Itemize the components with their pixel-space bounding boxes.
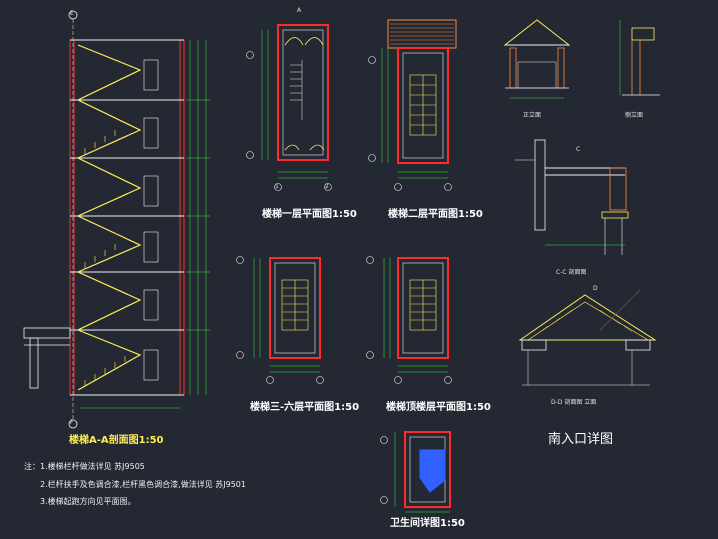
title-plan-floor3-6: 楼梯三-六层平面图1:50 bbox=[250, 402, 360, 413]
title-plan-floor1: 楼梯一层平面图1:50 bbox=[262, 209, 357, 220]
toilet-blue-area bbox=[419, 449, 446, 493]
plan2-dimensions bbox=[381, 48, 448, 179]
section-cc-drawing bbox=[515, 139, 629, 255]
stair-flights bbox=[76, 44, 142, 391]
plan-floor1-drawing bbox=[246, 24, 332, 191]
title-toilet-detail: 卫生间详图1:50 bbox=[390, 518, 465, 529]
section-aa-drawing bbox=[23, 10, 210, 429]
axis-label-f-bottom: F bbox=[70, 419, 74, 426]
section-mark-c: C bbox=[576, 146, 581, 153]
note-line-3: 3.楼梯起跑方向见平面图。 bbox=[40, 497, 136, 506]
section-dimensions bbox=[80, 40, 210, 409]
plan-floor3-6-drawing bbox=[236, 256, 324, 384]
axis-bubble-f-bottom bbox=[68, 419, 78, 429]
plan-top-drawing bbox=[366, 256, 452, 384]
section-dd-drawing bbox=[518, 289, 657, 386]
title-section-aa: 楼梯A-A剖面图1:50 bbox=[69, 435, 164, 446]
plan-floor2-drawing bbox=[368, 19, 457, 191]
title-section-dd: D-D 剖面图 立面 bbox=[551, 399, 597, 406]
plan3-stairs bbox=[281, 279, 309, 331]
toilet-detail-drawing bbox=[380, 431, 451, 513]
title-section-cc: C-C 剖面图 bbox=[556, 269, 587, 276]
title-side-elevation: 侧立面 bbox=[625, 112, 644, 119]
plan-top-dimensions bbox=[383, 258, 448, 373]
plan1-dimensions bbox=[261, 30, 328, 179]
axis-num-2: 2 bbox=[325, 183, 329, 190]
axis-label-e-top: E bbox=[70, 10, 74, 17]
plan2-stairs bbox=[409, 74, 437, 136]
title-front-elevation: 正立面 bbox=[523, 112, 542, 119]
title-south-entrance: 南入口详图 bbox=[548, 432, 614, 447]
note-line-2: 2.栏杆扶手及色调合漆,栏杆黑色调合漆,做法详见 苏J9501 bbox=[40, 480, 246, 489]
section-mark-a: A bbox=[297, 7, 302, 14]
axis-num-1: 1 bbox=[275, 183, 279, 190]
title-plan-floor2: 楼梯二层平面图1:50 bbox=[388, 209, 483, 220]
floor-slabs bbox=[70, 39, 184, 396]
side-elevation-drawing bbox=[619, 20, 660, 96]
title-plan-top: 楼梯顶楼层平面图1:50 bbox=[386, 402, 491, 413]
section-windows bbox=[143, 59, 159, 381]
plan-top-stairs bbox=[409, 279, 437, 331]
section-canopy bbox=[23, 327, 71, 389]
plan3-dimensions bbox=[253, 258, 320, 373]
note-line-1: 注：1.楼梯栏杆做法详见 苏J9505 bbox=[24, 462, 145, 471]
stair-steps bbox=[84, 130, 126, 386]
roof-hatch bbox=[539, 309, 633, 333]
front-elevation-drawing bbox=[503, 19, 571, 99]
plan1-stairs bbox=[290, 60, 303, 120]
plan2-canopy-hatch bbox=[390, 23, 454, 45]
section-mark-d: D bbox=[593, 285, 598, 292]
